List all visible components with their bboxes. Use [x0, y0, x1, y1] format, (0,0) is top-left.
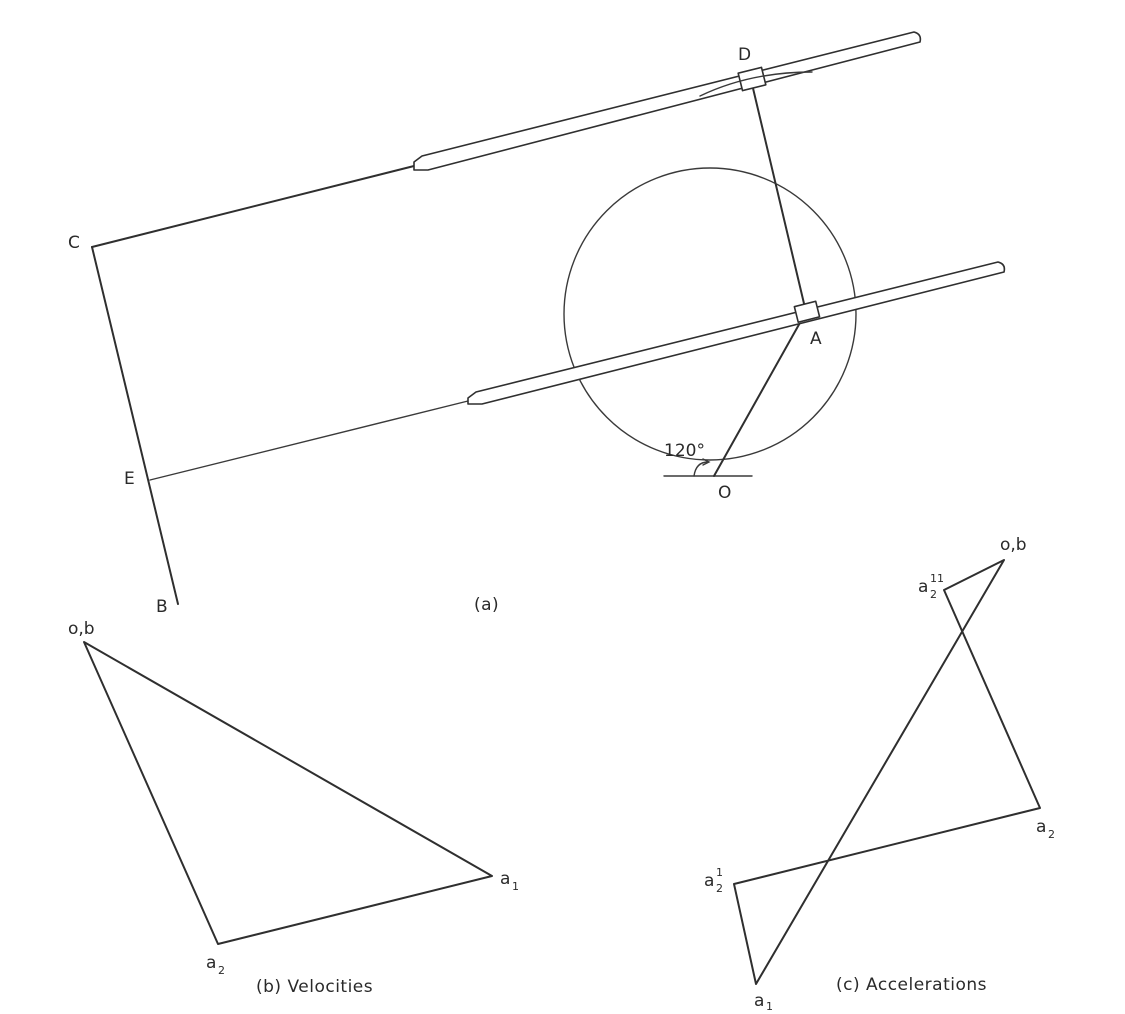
mechanism-figure: D C A E B O 120° (a) [68, 31, 1006, 617]
label-acc-a2p-sup: 1 [716, 866, 723, 879]
label-angle: 120° [664, 441, 705, 461]
crank-circle [563, 167, 857, 461]
label-vel-a2: a [206, 953, 216, 973]
label-acc-a2pp: a [918, 577, 928, 597]
caption-a: (a) [474, 595, 499, 615]
label-acc-a1: a [754, 991, 764, 1011]
slider-d [737, 66, 767, 92]
acceleration-polygon [733, 559, 1041, 985]
caption-c: (c) Accelerations [836, 975, 987, 995]
label-c: C [68, 233, 80, 253]
label-d: D [738, 45, 751, 65]
angle-arrow [702, 458, 711, 466]
label-e: E [124, 469, 135, 489]
lower-tube [467, 261, 1006, 405]
slider-d-arc [699, 71, 813, 97]
angle-arc [693, 461, 709, 477]
label-acc-a2p: a [704, 871, 714, 891]
label-acc-a2pp-sub: 2 [930, 588, 937, 601]
label-vel-a1: a [500, 869, 510, 889]
label-acc-a1-sub: 1 [766, 1000, 773, 1013]
label-acc-a2p-sub: 2 [716, 882, 723, 895]
acceleration-diagram: o,b a 11 2 a 2 a 1 2 a 1 (c) Acceleratio… [704, 535, 1055, 1013]
lower-rod-thin [149, 400, 469, 481]
label-vel-ob: o,b [68, 619, 95, 639]
link-cb [91, 246, 179, 605]
label-b: B [156, 597, 168, 617]
velocity-diagram: o,b a 1 a 2 (b) Velocities [68, 619, 519, 997]
link-ad [751, 83, 807, 313]
label-acc-a2pp-sup: 11 [930, 572, 944, 585]
label-vel-a1-sub: 1 [512, 880, 519, 893]
label-a: A [810, 329, 822, 349]
upper-rod-thin [91, 165, 415, 248]
slider-a [793, 300, 821, 323]
label-acc-a2: a [1036, 817, 1046, 837]
label-acc-ob: o,b [1000, 535, 1027, 555]
upper-tube [413, 31, 922, 171]
velocity-triangle [83, 641, 493, 945]
label-vel-a2-sub: 2 [218, 964, 225, 977]
label-o: O [718, 483, 731, 503]
caption-b: (b) Velocities [256, 977, 373, 997]
crank-oa [713, 311, 807, 477]
label-acc-a2-sub: 2 [1048, 828, 1055, 841]
